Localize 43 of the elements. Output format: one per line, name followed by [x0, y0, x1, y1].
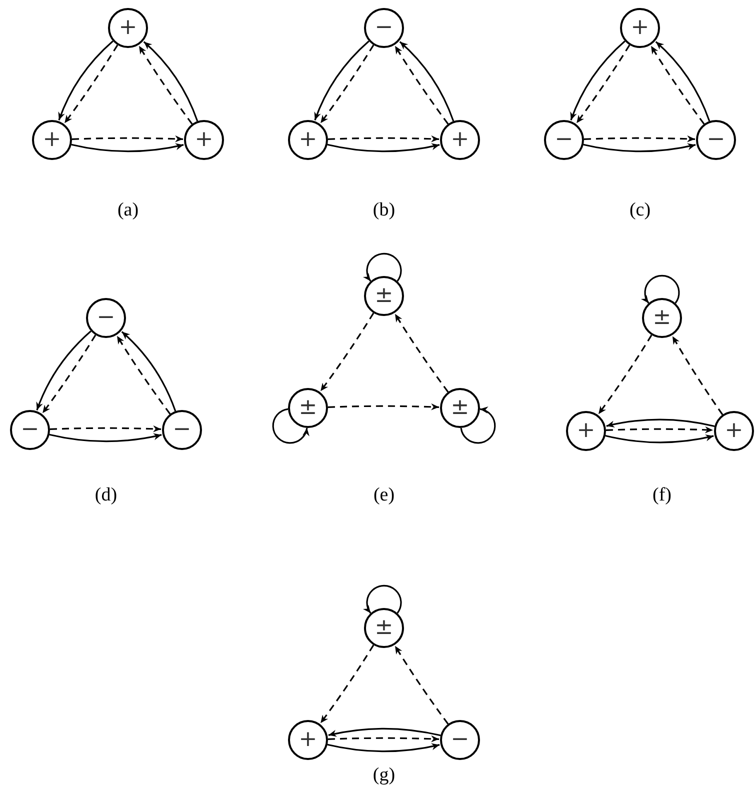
arrow — [327, 143, 440, 152]
panel-caption: (f) — [652, 486, 672, 504]
panel-caption: (a) — [117, 200, 139, 220]
arrow — [36, 330, 92, 410]
arrow — [320, 644, 374, 724]
arrow — [363, 584, 402, 614]
arrow — [605, 434, 714, 444]
arrow — [399, 41, 454, 122]
arrow — [576, 44, 630, 124]
arrow — [583, 143, 696, 152]
arrow — [121, 331, 176, 412]
arrow — [64, 44, 118, 124]
arrow — [641, 274, 680, 304]
arrow — [143, 41, 198, 122]
arrow — [328, 735, 440, 742]
arrow — [570, 40, 626, 120]
arrow — [49, 433, 162, 442]
panel-caption: (d) — [94, 486, 118, 504]
arrow — [327, 743, 440, 752]
panel-caption: (e) — [373, 486, 395, 504]
arrow — [363, 252, 402, 282]
panel-caption: (c) — [629, 200, 651, 220]
arrow — [584, 135, 696, 142]
arrow — [72, 135, 184, 142]
arrow — [655, 41, 710, 122]
arrow — [71, 143, 184, 152]
arrow — [672, 336, 724, 416]
arrow — [328, 403, 440, 410]
arrow — [606, 418, 715, 428]
arrow — [50, 425, 162, 432]
panel-caption: (g) — [372, 766, 396, 784]
arrow — [328, 135, 440, 142]
arrow — [314, 40, 370, 120]
arrow — [606, 426, 714, 434]
arrow — [320, 44, 374, 124]
arrow — [460, 407, 496, 444]
arrow — [58, 40, 114, 120]
arrow — [328, 728, 441, 737]
panel-caption: (b) — [372, 200, 396, 220]
arrow — [42, 334, 96, 414]
arrow — [320, 312, 374, 392]
arrow — [272, 408, 309, 444]
arrow — [598, 334, 652, 415]
